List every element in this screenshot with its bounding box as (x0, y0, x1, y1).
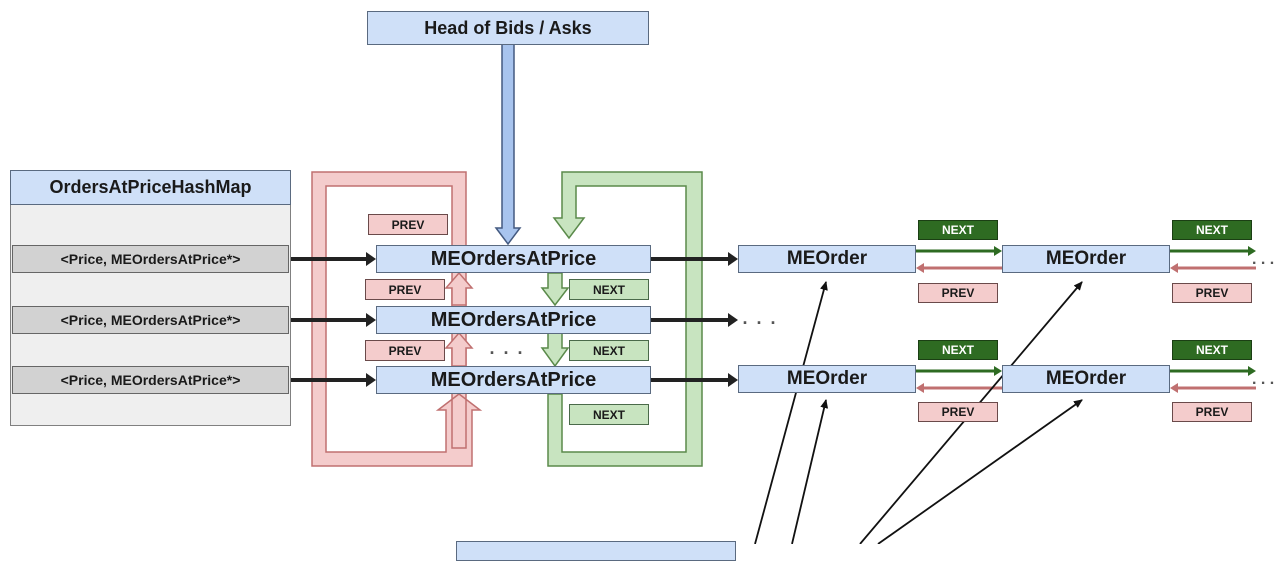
level-order-arrowheads (728, 252, 738, 387)
entry-arrowheads (366, 252, 376, 387)
order-next-arrows (916, 249, 1250, 373)
order-row1-a: MEOrder (738, 245, 916, 273)
next-down-arrow-2 (540, 332, 570, 368)
price-level-1: MEOrdersAtPrice (376, 245, 651, 273)
level-prev-tag-2: PREV (365, 340, 445, 361)
hashmap-entry-2: <Price, MEOrdersAtPrice*> (12, 306, 289, 334)
next-down-arrow-1 (540, 272, 570, 307)
level-next-tag-2: NEXT (569, 340, 649, 361)
order-row1-b: MEOrder (1002, 245, 1170, 273)
prev-loop (311, 171, 483, 467)
bottom-partial-box (456, 541, 736, 561)
hashmap-entry-3: <Price, MEOrdersAtPrice*> (12, 366, 289, 394)
entry-arrows (290, 257, 366, 382)
order-prev-arrowheads (916, 263, 1178, 393)
level-order-arrows (651, 257, 728, 382)
head-bids-asks-box: Head of Bids / Asks (367, 11, 649, 45)
hashmap-entry-1: <Price, MEOrdersAtPrice*> (12, 245, 289, 273)
order-prev-tag-1: PREV (918, 283, 998, 303)
ellipsis-row1-end: . . . (1252, 251, 1275, 268)
level-next-tag-bottom: NEXT (569, 404, 649, 425)
prev-up-arrow-1 (444, 271, 474, 306)
diagram-connectors (290, 43, 1256, 544)
order-prev-arrows (922, 266, 1256, 390)
order-prev-tag-2: PREV (1172, 283, 1252, 303)
order-prev-tag-4: PREV (1172, 402, 1252, 422)
price-level-2: MEOrdersAtPrice (376, 306, 651, 334)
hashmap-title: OrdersAtPriceHashMap (10, 170, 291, 205)
order-next-arrowheads (994, 246, 1256, 376)
ellipsis-row2: . . . (742, 307, 778, 328)
ellipsis-levels: . . . (489, 337, 525, 358)
level-prev-tag-top: PREV (368, 214, 448, 235)
order-row3-b: MEOrder (1002, 365, 1170, 393)
price-level-3: MEOrdersAtPrice (376, 366, 651, 394)
order-prev-tag-3: PREV (918, 402, 998, 422)
order-row3-a: MEOrder (738, 365, 916, 393)
order-next-tag-2: NEXT (1172, 220, 1252, 240)
order-next-tag-1: NEXT (918, 220, 998, 240)
order-next-tag-3: NEXT (918, 340, 998, 360)
level-next-tag-1: NEXT (569, 279, 649, 300)
ellipsis-row3-end: . . . (1252, 371, 1275, 388)
level-prev-tag-1: PREV (365, 279, 445, 300)
head-down-arrow (494, 43, 522, 246)
prev-up-arrow-2 (444, 331, 474, 367)
order-next-tag-4: NEXT (1172, 340, 1252, 360)
